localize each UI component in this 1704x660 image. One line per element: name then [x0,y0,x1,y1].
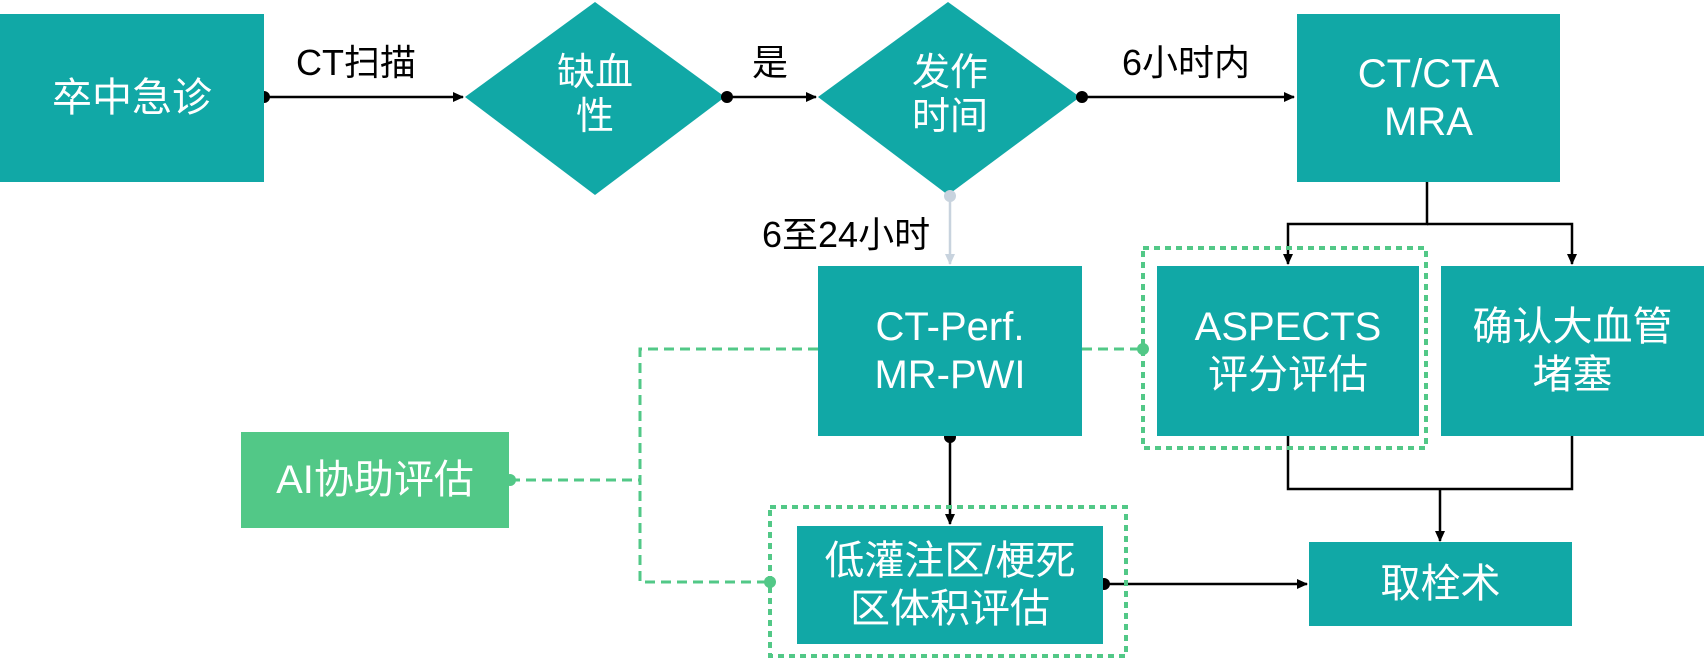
thrombectomy-box: 取栓术 [1309,542,1572,626]
ai-assist-box: AI协助评估 [241,432,509,528]
aspects-box: ASPECTS 评分评估 [1157,266,1419,436]
aspects-label: ASPECTS [1194,305,1382,349]
occlusion-label-1: 确认大血管 [1472,305,1673,349]
occlusion-box: 确认大血管 堵塞 [1441,266,1704,436]
aspects-eval-label: 评分评估 [1208,353,1368,397]
cta-mra-box: CT/CTA MRA [1297,14,1560,182]
stroke-er-label: 卒中急诊 [52,76,212,120]
thrombectomy-label: 取栓术 [1380,562,1501,606]
ai-dashed-connectors [510,347,1143,584]
edge-label-yes: 是 [752,42,789,83]
onset-diamond [818,2,1080,195]
onset-label-2: 时间 [911,95,988,138]
connector-cta-to-occlusion [1427,222,1577,265]
onset-label-1: 发作 [911,52,988,94]
edge-label-ct-scan: CT扫描 [296,42,416,83]
ischemic-label-1: 缺血 [556,52,633,94]
ai-assist-label: AI协助评估 [276,458,474,502]
ischemic-text: 缺血 性 [545,52,645,139]
onset-text: 发作 时间 [895,52,1005,139]
cta-label: CT/CTA [1357,52,1500,96]
mra-label: MRA [1384,100,1473,144]
infarct-label-2: 区体积评估 [850,587,1050,631]
ischemic-diamond [465,2,725,195]
ischemic-label-2: 性 [575,95,614,138]
connector-merge [1286,435,1574,491]
infarct-volume-box: 低灌注区/梗死 区体积评估 [797,526,1103,644]
edge-label-6-to-24h: 6至24小时 [762,214,931,255]
occlusion-label-2: 堵塞 [1532,353,1613,397]
stroke-er-box: 卒中急诊 [0,14,264,182]
ct-perf-label: CT-Perf. [875,305,1025,349]
mr-pwi-label: MR-PWI [874,353,1026,397]
perf-box: CT-Perf. MR-PWI [818,266,1082,436]
infarct-label-1: 低灌注区/梗死 [824,539,1076,583]
connector-cta-split [1283,182,1429,265]
edge-label-within-6h: 6小时内 [1122,42,1251,83]
